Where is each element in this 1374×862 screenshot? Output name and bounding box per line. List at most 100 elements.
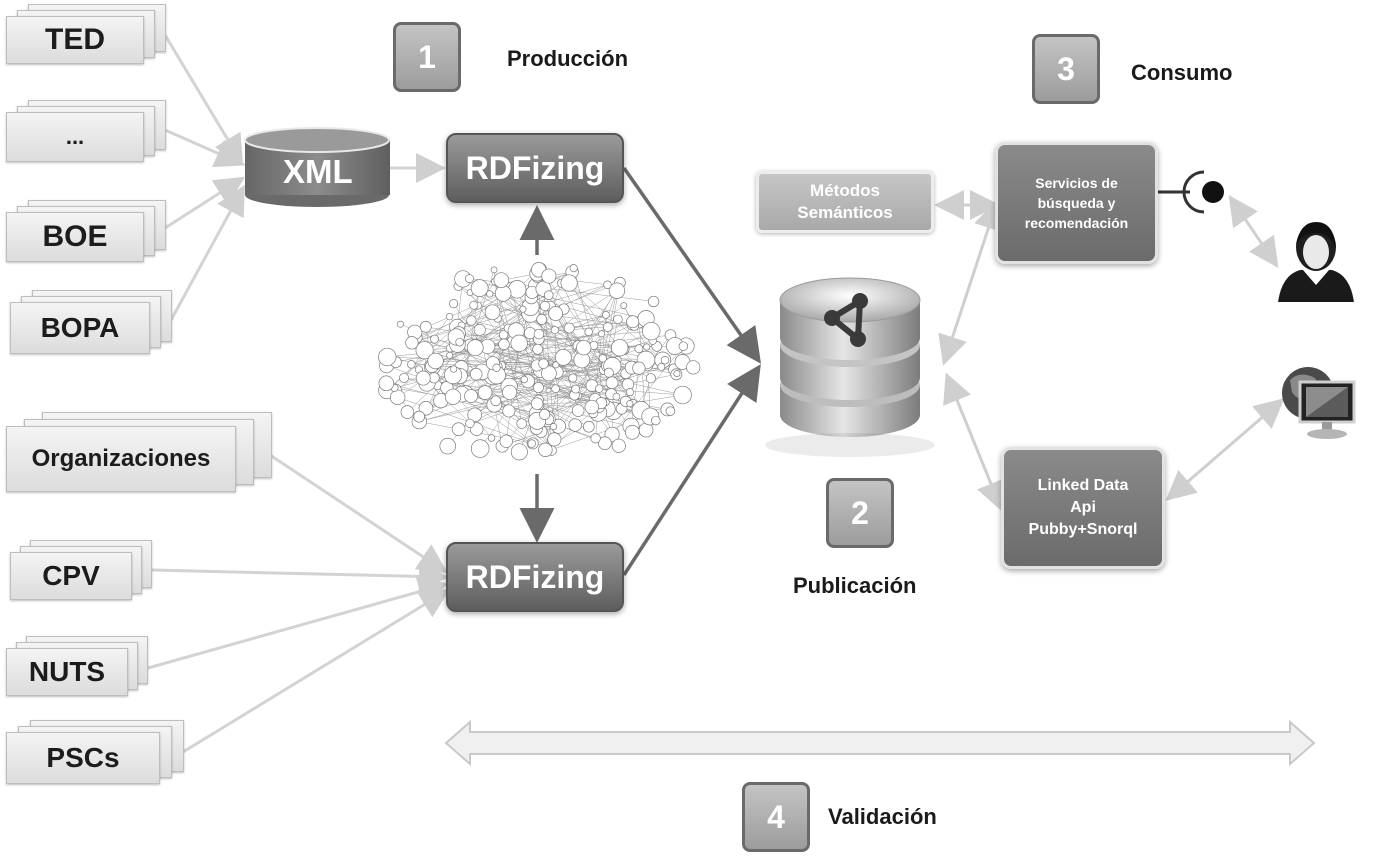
graph-node [571, 404, 585, 417]
graph-node [470, 439, 490, 458]
graph-edge [474, 305, 624, 416]
source-stack-ted: TED [6, 4, 166, 64]
linked-data-line1: Linked Data [1037, 477, 1129, 494]
graph-edge [462, 278, 647, 319]
graph-node [487, 434, 496, 442]
graph-node [430, 334, 439, 344]
phase-2-number: 2 [826, 478, 894, 548]
source-stack-boe: BOE [6, 200, 166, 262]
graph-node [466, 315, 477, 326]
globe-computer-icon [1282, 367, 1356, 439]
graph-node [626, 400, 634, 408]
graph-node [584, 399, 600, 415]
phase-3-label: Consumo [1131, 60, 1233, 85]
graph-node [415, 370, 431, 386]
validation-arrow [444, 719, 1316, 767]
graph-node [603, 367, 614, 378]
graph-node [590, 433, 601, 444]
graph-node [568, 373, 578, 383]
graph-node [657, 362, 666, 371]
graph-edge [563, 324, 633, 358]
linked-data-line2: Api [1070, 499, 1096, 516]
graph-node [494, 285, 512, 302]
graph-edge [530, 324, 633, 334]
lollipop-interface-icon [1158, 170, 1224, 214]
graph-node [584, 327, 593, 337]
graph-node [449, 299, 459, 309]
graph-node [532, 343, 544, 355]
graph-node [469, 367, 483, 381]
graph-node [418, 400, 434, 416]
rdfizing-graph-arrows [519, 166, 762, 576]
graph-node [445, 312, 454, 321]
graph-node [536, 313, 548, 325]
graph-node [532, 382, 544, 394]
user-icon [1278, 222, 1354, 302]
graph-node [598, 436, 612, 450]
graph-node [378, 375, 395, 392]
servicios-line1: Servicios de [1035, 175, 1118, 191]
graph-node [602, 322, 613, 332]
graph-node [516, 418, 527, 429]
graph-node [551, 384, 560, 394]
graph-node [568, 418, 582, 432]
graph-node [673, 369, 681, 377]
graph-node [539, 300, 551, 312]
graph-edge [469, 373, 626, 424]
graph-node [378, 347, 397, 367]
source-stack-bopa: BOPA [10, 290, 172, 354]
graph-edge [630, 368, 640, 427]
source-stack-more: ... [6, 100, 166, 162]
graph-edge [453, 306, 531, 370]
graph-cloud-icon [378, 262, 701, 461]
graph-edge [588, 290, 618, 333]
database-icon [765, 277, 935, 457]
graph-node [601, 311, 610, 319]
xml-label: XML [283, 153, 353, 190]
graph-node [484, 304, 501, 321]
graph-node [611, 339, 629, 357]
graph-node [470, 279, 489, 297]
graph-edge [555, 313, 619, 446]
graph-node [492, 363, 501, 372]
graph-node [598, 354, 607, 363]
graph-node [632, 361, 646, 375]
graph-edge [568, 328, 631, 393]
source-stack-pscs: PSCs [6, 720, 184, 784]
graph-node [547, 432, 562, 447]
graph-node [624, 424, 640, 440]
source-stack-nuts: NUTS [6, 636, 148, 696]
phase-4-number: 4 [742, 782, 810, 852]
graph-node [439, 437, 456, 455]
consumption-arrows [934, 190, 1285, 512]
rdfizing-bottom-box: RDFizing [446, 542, 624, 612]
graph-node [620, 302, 628, 309]
graph-node [612, 392, 621, 401]
graph-edge [461, 325, 639, 349]
metodos-line2: Semánticos [797, 203, 893, 222]
graph-node [673, 385, 692, 405]
graph-node [469, 300, 479, 310]
source-pscs-label: PSCs [6, 732, 160, 784]
graph-node [560, 274, 578, 292]
phase-4-label: Validación [828, 804, 937, 829]
graph-node [603, 280, 612, 289]
graph-node [399, 372, 410, 383]
graph-node [396, 320, 404, 328]
graph-node [583, 420, 595, 433]
graph-node [464, 389, 478, 404]
graph-node [486, 290, 494, 298]
graph-node [686, 360, 701, 375]
graph-node [473, 323, 486, 336]
graph-node [533, 328, 545, 340]
linked-data-line3: Pubby+Snorql [1028, 521, 1138, 538]
graph-node [455, 337, 464, 347]
phase-1-label: Producción [507, 46, 629, 71]
graph-node [490, 395, 502, 407]
source-to-xml-arrows [163, 34, 446, 323]
graph-node [502, 384, 518, 400]
graph-node [543, 290, 554, 300]
graph-node [467, 407, 482, 423]
